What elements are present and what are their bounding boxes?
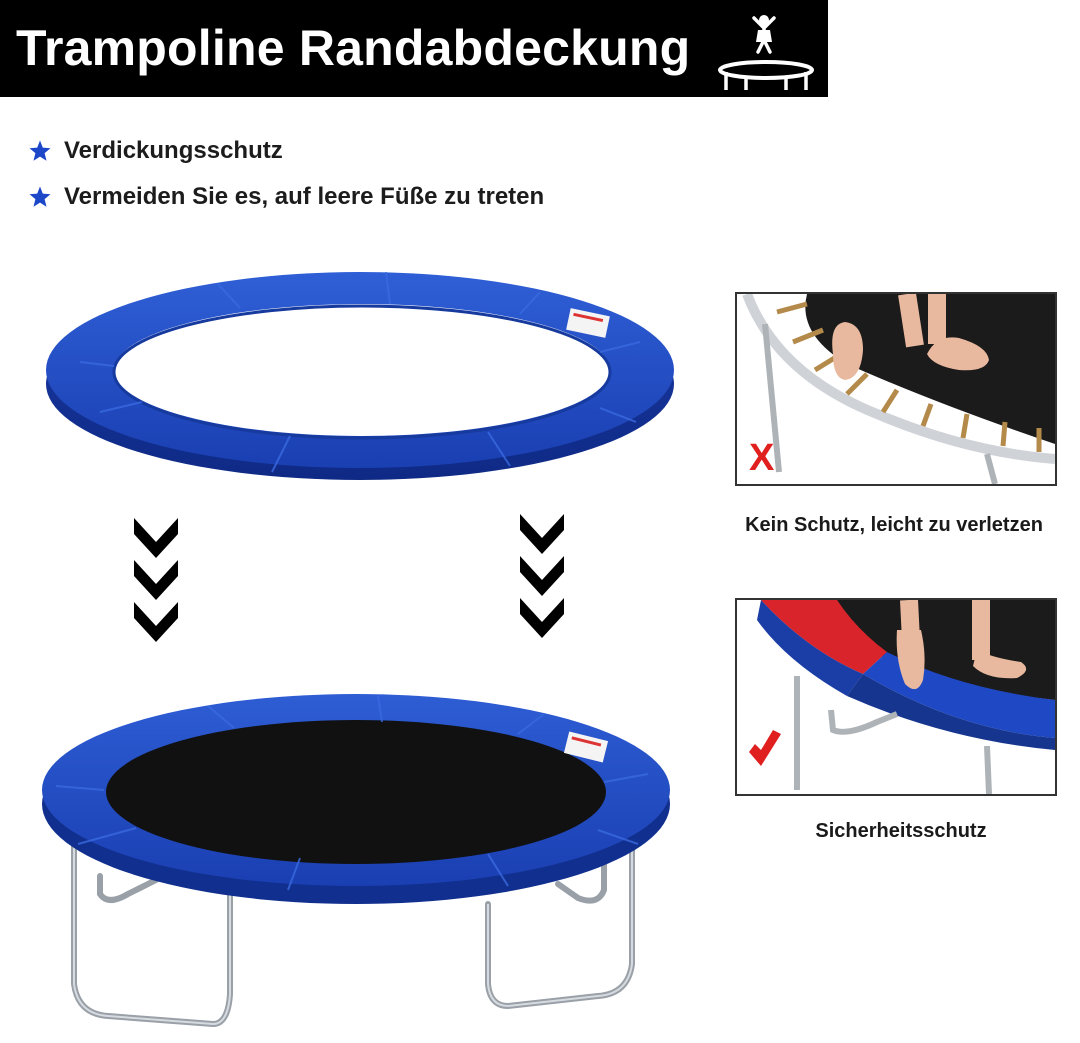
feature-text: Vermeiden Sie es, auf leere Füße zu tret… [64, 183, 545, 210]
feature-item: Vermeiden Sie es, auf leere Füße zu tret… [28, 177, 544, 217]
unprotected-caption: Kein Schutz, leicht zu verletzen [745, 514, 1043, 536]
page-title: Trampoline Randabdeckung [16, 20, 691, 76]
check-mark-icon [749, 730, 781, 766]
trampoline-with-padding-image [42, 694, 670, 1028]
down-arrows-icon [520, 514, 564, 638]
padding-ring-image [46, 271, 674, 480]
wrong-mark-icon: X [749, 437, 775, 479]
protected-caption: Sicherheitsschutz [815, 820, 987, 842]
down-arrows-icon [134, 518, 178, 642]
trampoline-icon [718, 15, 814, 90]
protected-photo [735, 598, 1057, 796]
star-icon [29, 186, 51, 207]
protected-scene [737, 600, 1055, 794]
feature-text: Verdickungsschutz [64, 137, 283, 164]
unprotected-photo: X [735, 292, 1057, 486]
unprotected-scene: X [737, 294, 1055, 484]
feature-item: Verdickungsschutz [28, 131, 283, 171]
star-icon [29, 140, 51, 161]
title-banner: Trampoline Randabdeckung [0, 0, 828, 97]
